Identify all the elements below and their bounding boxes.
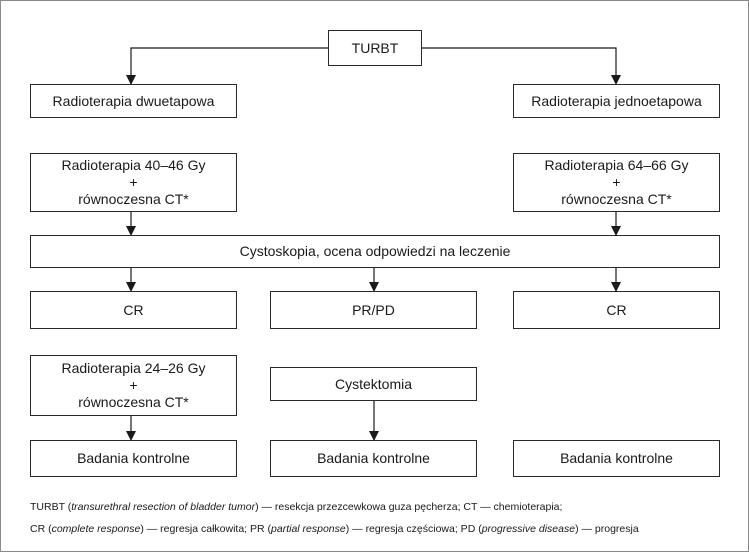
legend-2a-italic: complete response <box>51 523 141 535</box>
node-scheme-left: Radioterapia dwuetapowa <box>30 84 237 118</box>
node-boost-line1: Radioterapia 24–26 Gy <box>61 360 206 376</box>
node-cystectomy-label: Cystektomia <box>334 375 413 392</box>
legend-line-1: TURBT (transurethral resection of bladde… <box>30 496 748 518</box>
arrow-turbt-to-left <box>126 47 328 85</box>
node-boost: Radioterapia 24–26 Gy + równoczesna CT* <box>30 355 237 416</box>
node-turbt-label: TURBT <box>351 39 399 56</box>
node-followup-right: Badania kontrolne <box>513 440 720 477</box>
node-assessment-label: Cystoskopia, ocena odpowiedzi na leczeni… <box>239 243 511 259</box>
node-boost-line2: + <box>129 377 138 393</box>
node-dose-right-line1: Radioterapia 64–66 Gy <box>544 157 689 173</box>
node-dose-left-line2: + <box>129 174 138 190</box>
node-followup-right-label: Badania kontrolne <box>560 450 673 466</box>
node-outcome-prpd-label: PR/PD <box>352 301 395 318</box>
node-outcome-cr-right: CR <box>513 291 720 329</box>
legend-1b: ) — resekcja przezcewkowa guza pęcherza;… <box>255 501 563 513</box>
node-scheme-right-label: Radioterapia jednoetapowa <box>531 92 702 109</box>
node-followup-middle-label: Badania kontrolne <box>317 450 430 466</box>
node-dose-right-line2: + <box>612 174 621 190</box>
node-turbt: TURBT <box>328 30 422 66</box>
node-dose-left-line1: Radioterapia 40–46 Gy <box>61 157 206 173</box>
legend-2b-italic: partial response <box>271 523 346 535</box>
legend-2d: ) — progresja <box>575 523 639 535</box>
node-followup-left-label: Badania kontrolne <box>77 450 190 466</box>
node-outcome-cr-left: CR <box>30 291 237 329</box>
node-scheme-left-label: Radioterapia dwuetapowa <box>52 92 215 109</box>
legend-1a-italic: transurethral resection of bladder tumor <box>71 501 256 513</box>
legend-2c: ) — regresja częściowa; PD ( <box>345 523 482 535</box>
legend-line-2: CR (complete response) — regresja całkow… <box>30 518 748 540</box>
legend-2b: ) — regresja całkowita; PR ( <box>140 523 272 535</box>
node-cystectomy: Cystektomia <box>270 367 477 401</box>
node-assessment: Cystoskopia, ocena odpowiedzi na leczeni… <box>30 235 720 268</box>
node-dose-left-line3: równoczesna CT* <box>78 191 189 207</box>
node-dose-right: Radioterapia 64–66 Gy + równoczesna CT* <box>513 153 720 212</box>
node-outcome-prpd: PR/PD <box>270 291 477 329</box>
node-dose-right-line3: równoczesna CT* <box>561 191 672 207</box>
node-boost-line3: równoczesna CT* <box>78 394 189 410</box>
arrow-turbt-to-right <box>422 47 621 85</box>
node-outcome-cr-left-label: CR <box>123 301 144 318</box>
node-followup-left: Badania kontrolne <box>30 440 237 477</box>
node-followup-middle: Badania kontrolne <box>270 440 477 477</box>
legend: TURBT (transurethral resection of bladde… <box>30 496 748 540</box>
node-dose-left: Radioterapia 40–46 Gy + równoczesna CT* <box>30 153 237 212</box>
legend-1a: TURBT ( <box>30 501 72 513</box>
legend-2a: CR ( <box>30 523 52 535</box>
node-outcome-cr-right-label: CR <box>606 301 627 318</box>
legend-2c-italic: progressive disease <box>481 523 576 535</box>
node-scheme-right: Radioterapia jednoetapowa <box>513 84 720 118</box>
